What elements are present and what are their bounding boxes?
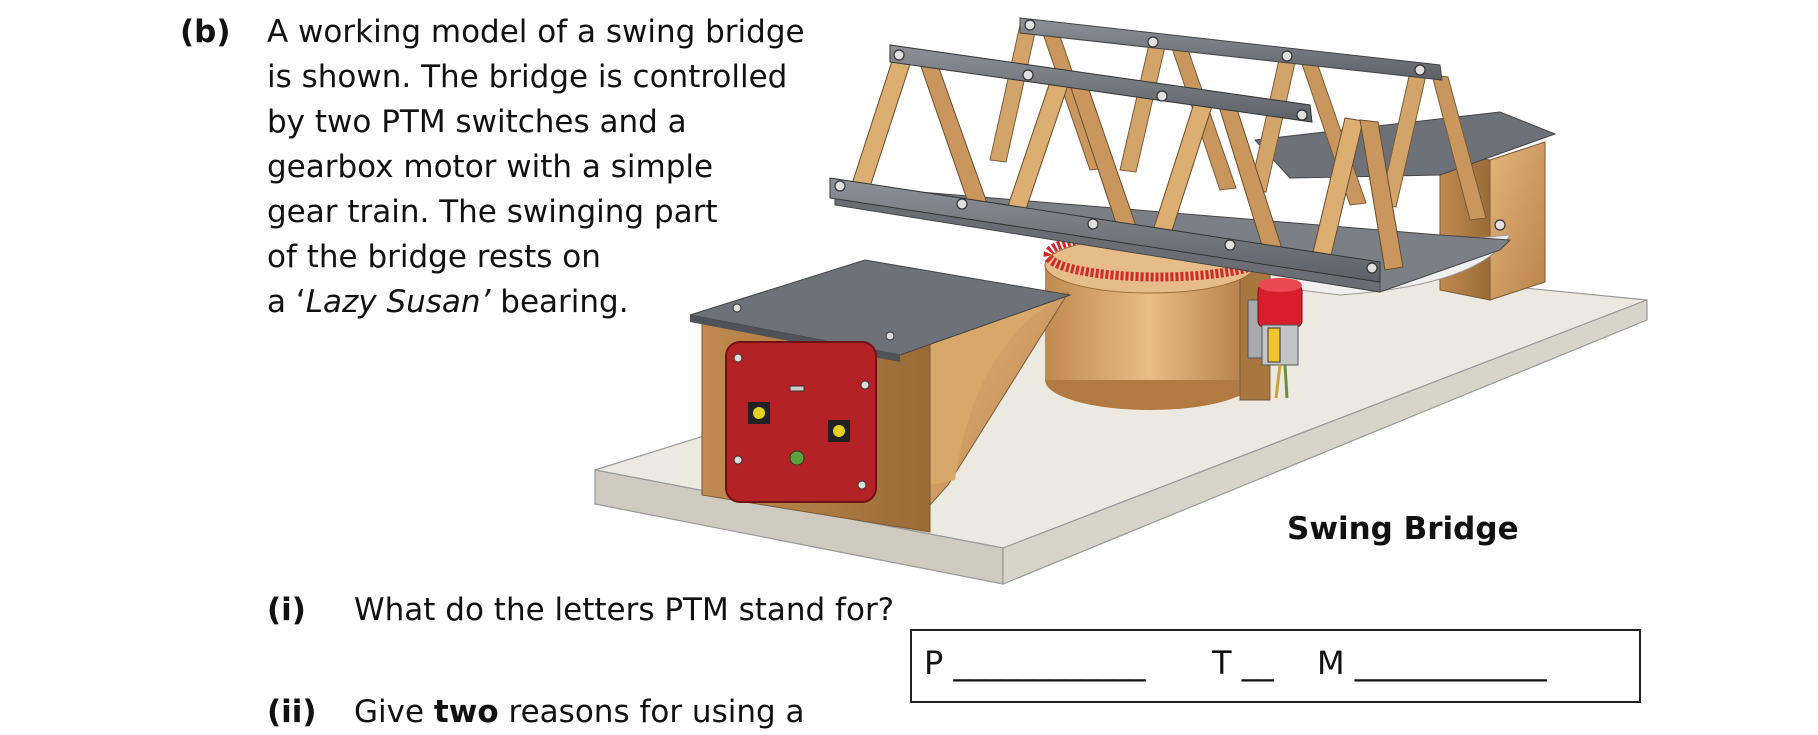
control-box [689, 259, 1072, 533]
question-ii-label: (ii) [267, 694, 317, 730]
question-i-text: What do the letters PTM stand for? [354, 592, 895, 628]
answer-m-field[interactable]: M ____________ [1317, 644, 1547, 682]
question-ii-text: Give two reasons for using a [354, 690, 805, 735]
question-b-line-3: by two PTM switches and a [267, 104, 687, 140]
question-ii-bold: two [433, 694, 499, 730]
question-b-line-7: a ‘Lazy Susan’ bearing. [267, 280, 629, 325]
question-b-line-5: gear train. The swinging part [267, 194, 718, 230]
led [789, 450, 805, 466]
bolts [834, 19, 1506, 274]
figure-caption: Swing Bridge [1287, 511, 1519, 547]
answer-p-field[interactable]: P ____________ [924, 644, 1146, 682]
question-b-label: (b) [180, 14, 231, 50]
question-b-line-6: of the bridge rests on [267, 239, 601, 275]
answer-t-field[interactable]: T __ [1212, 644, 1274, 682]
question-b-line-4: gearbox motor with a simple [267, 149, 714, 185]
ptm-answer-box[interactable]: P ____________ T __ M ____________ [910, 629, 1641, 703]
question-b-line-1: A working model of a swing bridge [267, 14, 805, 50]
question-ii-text-after: reasons for using a [498, 694, 805, 730]
question-i-label: (i) [267, 592, 306, 628]
question-b-line-2: is shown. The bridge is controlled [267, 59, 788, 95]
toggle-switch [789, 385, 805, 392]
switch-panel [725, 341, 877, 503]
line-7-prefix: a ‘ [267, 284, 306, 320]
truss-bridge-front [829, 44, 1404, 283]
lazy-susan-italic: Lazy Susan’ [305, 284, 491, 320]
gearbox-motor [1247, 278, 1303, 399]
question-ii-text-before: Give [354, 694, 434, 730]
line-7-suffix: bearing. [490, 284, 629, 320]
swing-bridge-model-illustration [594, 17, 1648, 585]
